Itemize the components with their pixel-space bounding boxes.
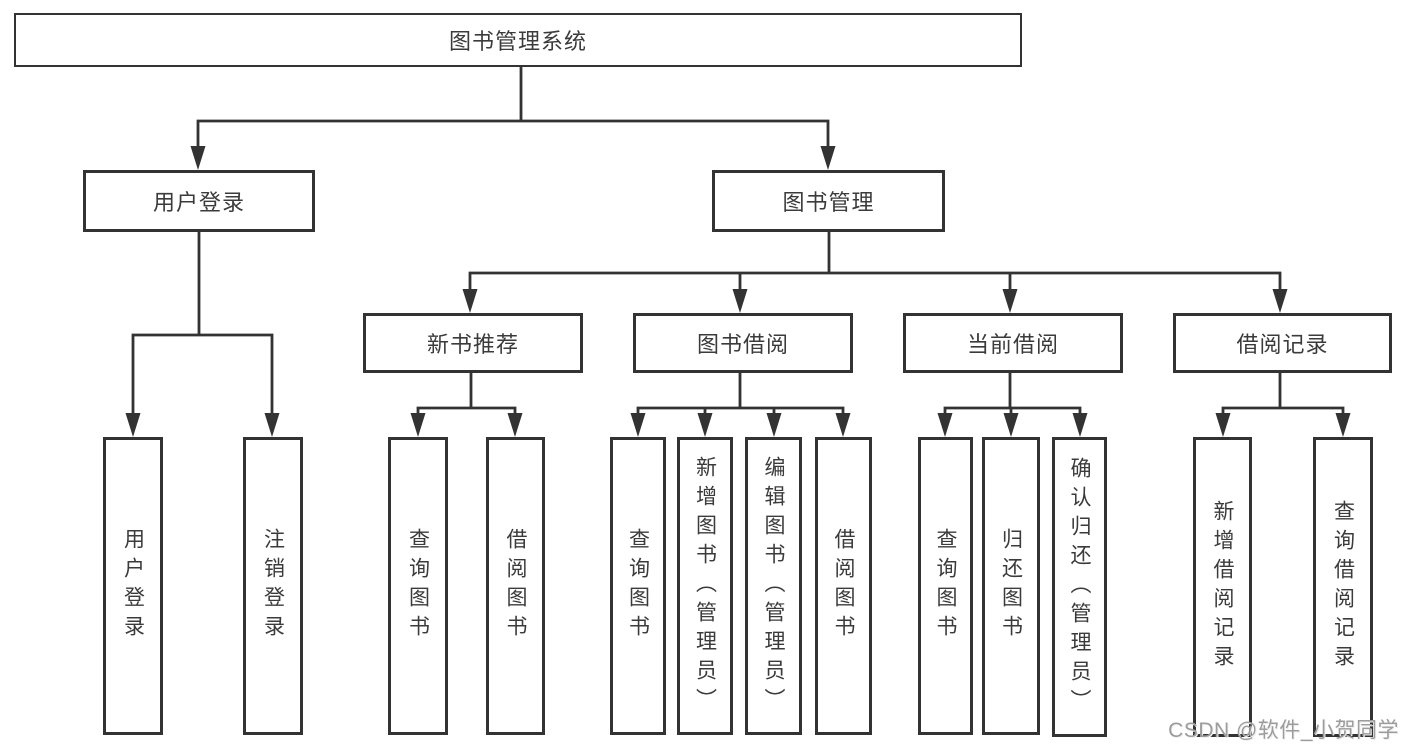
leaf-user-login-label: 用户登录 — [121, 528, 145, 644]
leaf-borrow-books-1-label: 借阅图书 — [504, 528, 528, 644]
leaf-confirm-return-admin-label: 确认归还（管理员） — [1068, 456, 1092, 718]
leaf-borrow-books-2: 借阅图书 — [815, 437, 872, 735]
leaf-add-books-admin-label: 新增图书（管理员） — [693, 455, 717, 717]
leaf-add-books-admin: 新增图书（管理员） — [677, 437, 733, 735]
node-new-book-recommend-label: 新书推荐 — [426, 332, 519, 357]
leaf-user-login: 用户登录 — [103, 437, 163, 735]
arrowheads — [125, 146, 1351, 437]
node-book-management: 图书管理 — [712, 170, 945, 232]
leaf-logout: 注销登录 — [243, 437, 303, 735]
leaf-add-borrow-record: 新增借阅记录 — [1193, 437, 1252, 737]
node-current-borrowing: 当前借阅 — [903, 313, 1123, 373]
node-book-borrowing: 图书借阅 — [633, 313, 853, 373]
leaf-query-borrow-record-label: 查询借阅记录 — [1331, 500, 1355, 674]
node-borrowing-records: 借阅记录 — [1173, 313, 1392, 373]
leaf-query-books-1-label: 查询图书 — [406, 528, 430, 644]
leaf-borrow-books-2-label: 借阅图书 — [832, 528, 856, 644]
node-new-book-recommend: 新书推荐 — [363, 313, 583, 373]
leaf-query-books-3: 查询图书 — [918, 437, 973, 735]
leaf-query-books-2-label: 查询图书 — [626, 528, 650, 644]
leaf-edit-books-admin-label: 编辑图书（管理员） — [762, 455, 786, 717]
leaf-borrow-books-1: 借阅图书 — [486, 437, 545, 735]
leaf-confirm-return-admin: 确认归还（管理员） — [1052, 437, 1107, 737]
node-root-label: 图书管理系统 — [448, 29, 587, 54]
leaf-query-books-2: 查询图书 — [610, 437, 666, 735]
node-user-login: 用户登录 — [83, 170, 315, 232]
leaf-query-borrow-record: 查询借阅记录 — [1313, 437, 1373, 737]
node-user-login-label: 用户登录 — [152, 190, 245, 215]
watermark: CSDN @软件_小贺同学 — [1168, 719, 1399, 742]
leaf-return-books-label: 归还图书 — [999, 528, 1023, 644]
leaf-logout-label: 注销登录 — [261, 528, 285, 644]
leaf-return-books: 归还图书 — [982, 437, 1040, 735]
leaf-edit-books-admin: 编辑图书（管理员） — [745, 437, 802, 735]
node-current-borrowing-label: 当前借阅 — [966, 332, 1059, 357]
node-book-management-label: 图书管理 — [782, 190, 875, 215]
node-book-borrowing-label: 图书借阅 — [696, 332, 789, 357]
leaf-query-books-1: 查询图书 — [388, 437, 448, 735]
node-root: 图书管理系统 — [14, 13, 1022, 67]
leaf-query-books-3-label: 查询图书 — [934, 528, 958, 644]
node-borrowing-records-label: 借阅记录 — [1236, 332, 1329, 357]
leaf-add-borrow-record-label: 新增借阅记录 — [1211, 500, 1235, 674]
